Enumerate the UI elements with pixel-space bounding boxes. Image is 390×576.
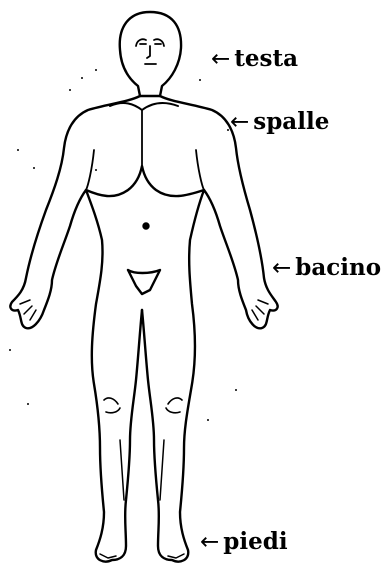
scan-noise: [9, 69, 237, 421]
label-head: ←testa: [211, 47, 298, 71]
arrow-left-icon: ←: [272, 255, 291, 281]
arrow-left-icon: ←: [230, 109, 249, 135]
label-feet: ←piedi: [200, 530, 288, 554]
face-features: [136, 39, 164, 64]
left-foot-toes: [100, 554, 116, 558]
arrow-left-icon: ←: [200, 529, 219, 555]
left-side-outline: [10, 96, 142, 562]
chest-line: [86, 166, 204, 196]
left-inner-arm: [86, 150, 94, 190]
right-knee: [166, 398, 182, 413]
groin-outline: [128, 270, 160, 294]
label-head-text: testa: [234, 45, 298, 72]
label-feet-text: piedi: [223, 528, 287, 555]
navel: [144, 224, 149, 229]
left-knee: [104, 398, 120, 413]
label-shoulders: ←spalle: [230, 110, 329, 134]
right-inner-arm: [196, 150, 204, 190]
label-pelvis-text: bacino: [295, 254, 381, 281]
label-pelvis: ←bacino: [272, 256, 381, 280]
clavicle-line: [110, 103, 178, 110]
right-shin-line: [160, 440, 164, 500]
right-hand-fingers: [252, 300, 268, 320]
arrow-left-icon: ←: [211, 46, 230, 72]
right-side-outline: [142, 96, 278, 562]
left-shin-line: [120, 440, 124, 500]
label-shoulders-text: spalle: [253, 108, 329, 135]
left-hand-fingers: [20, 300, 36, 320]
right-foot-toes: [168, 554, 184, 558]
